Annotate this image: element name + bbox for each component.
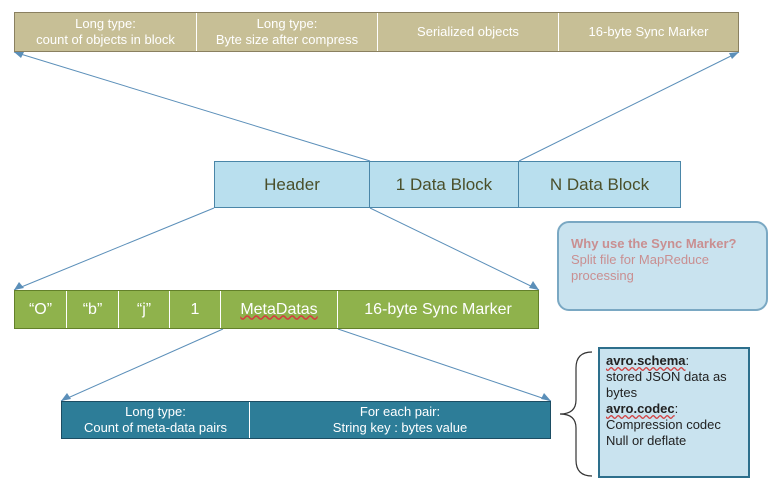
connector-line: [337, 328, 552, 402]
connector-line: [13, 51, 371, 162]
connector-line: [13, 207, 215, 291]
arrowhead: [529, 281, 539, 290]
magic-j-cell: “j”: [119, 291, 170, 328]
arrowhead: [729, 52, 739, 59]
first-data-block-cell: 1 Data Block: [370, 162, 519, 207]
arrowhead: [14, 282, 24, 290]
metadatas-cell: MetaDatas: [221, 291, 338, 328]
header-sync-marker-cell: 16-byte Sync Marker: [364, 300, 512, 318]
schema-colon: :: [685, 353, 690, 368]
header-cell: Header: [215, 162, 370, 207]
curly-brace: [559, 351, 593, 477]
file-structure: Header 1 Data Block N Data Block: [214, 161, 681, 208]
byte-size-cell: Long type: Byte size after compress: [197, 13, 378, 51]
sync-note-body: Split file for MapReduce processing: [571, 252, 710, 283]
serialized-objects-cell: Serialized objects: [378, 13, 559, 51]
version-cell: 1: [170, 291, 221, 328]
sync-marker-note: Why use the Sync Marker? Split file for …: [557, 221, 768, 311]
schema-key: avro.schema: [606, 353, 686, 368]
metadata-structure: Long type: Count of meta-data pairs For …: [61, 401, 551, 439]
schema-desc: stored JSON data as bytes: [606, 369, 727, 400]
metadata-count-cell: Long type: Count of meta-data pairs: [62, 402, 250, 438]
connector-line: [518, 51, 740, 162]
codec-colon: :: [674, 401, 679, 416]
sync-note-title: Why use the Sync Marker?: [571, 236, 737, 251]
sync-marker-cell: 16-byte Sync Marker: [588, 24, 709, 39]
connector-line: [369, 207, 540, 291]
metadatas-label: MetaDatas: [240, 300, 318, 318]
connector-line: [60, 328, 224, 402]
data-block-structure: Long type: count of objects in block Lon…: [14, 12, 739, 52]
arrowhead: [541, 393, 551, 401]
magic-b-cell: “b”: [67, 291, 119, 328]
arrowhead: [14, 52, 24, 58]
magic-o-cell: “O”: [15, 291, 67, 328]
arrowhead: [61, 393, 71, 401]
object-count-cell: Long type: count of objects in block: [15, 13, 197, 51]
codec-desc: Compression codec Null or deflate: [606, 417, 721, 448]
metadata-pairs-cell: For each pair: String key : bytes value: [332, 404, 468, 435]
n-data-block-cell: N Data Block: [549, 174, 650, 194]
header-structure: “O” “b” “j” 1 MetaDatas 16-byte Sync Mar…: [14, 290, 539, 329]
codec-key: avro.codec: [606, 401, 675, 416]
metadata-info-box: avro.schema: stored JSON data as bytes a…: [598, 347, 750, 478]
